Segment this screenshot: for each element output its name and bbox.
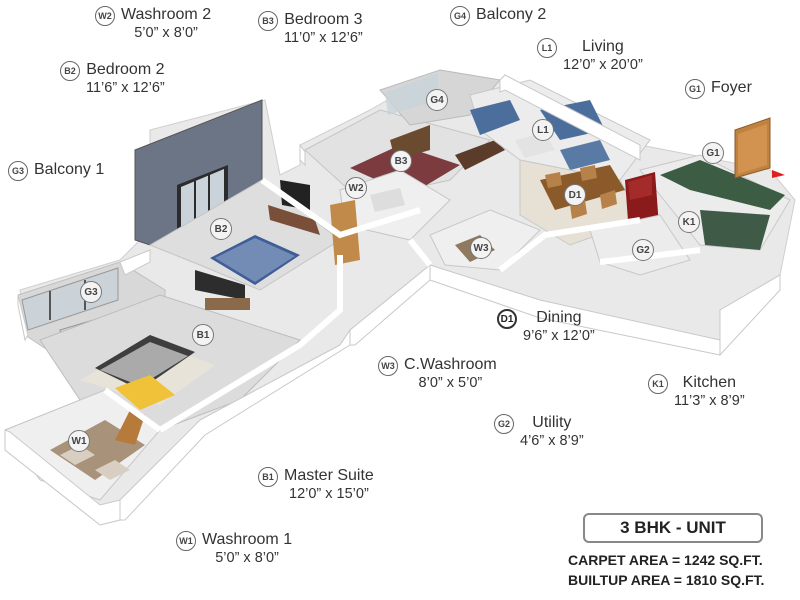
badge-b3-plan: B3	[390, 150, 412, 172]
room-name: Washroom 2	[121, 6, 212, 23]
room-name: Master Suite	[284, 467, 374, 484]
label-living: L1 Living 12’0” x 20’0”	[537, 37, 643, 74]
room-size: 11’0” x 12’6”	[284, 30, 363, 46]
badge-b1-plan: B1	[192, 324, 214, 346]
exterior-walls	[4, 74, 781, 526]
room-size: 11’6” x 12’6”	[86, 80, 165, 96]
badge-k1: K1	[648, 374, 668, 394]
badge-g4: G4	[450, 6, 470, 26]
room-name: Balcony 2	[476, 6, 547, 23]
badge-g3: G3	[8, 161, 28, 181]
room-size: 12’0” x 20’0”	[563, 57, 643, 73]
room-size: 9’6” x 12’0”	[523, 328, 595, 344]
badge-w1: W1	[176, 531, 196, 551]
badge-g1-plan: G1	[702, 142, 724, 164]
label-dining: D1 Dining 9’6” x 12’0”	[497, 308, 595, 345]
badge-b1: B1	[258, 467, 278, 487]
label-washroom-2: W2 Washroom 2 5’0” x 8’0”	[95, 5, 211, 42]
room-name: Bedroom 2	[86, 61, 165, 78]
room-size: 5’0” x 8’0”	[215, 550, 279, 566]
room-name: Bedroom 3	[284, 11, 363, 28]
room-name: Washroom 1	[202, 531, 293, 548]
room-name: Balcony 1	[34, 161, 105, 178]
badge-w3-plan: W3	[470, 237, 492, 259]
carpet-area: CARPET AREA = 1242 SQ.FT.	[568, 552, 763, 568]
badge-g3-plan: G3	[80, 281, 102, 303]
badge-w1-plan: W1	[68, 430, 90, 452]
badge-g4-plan: G4	[426, 89, 448, 111]
room-name: Living	[581, 38, 624, 55]
label-bedroom-3: B3 Bedroom 3 11’0” x 12’6”	[258, 10, 363, 47]
label-utility: G2 Utility 4’6” x 8’9”	[494, 413, 584, 450]
label-washroom-1: W1 Washroom 1 5’0” x 8’0”	[176, 530, 292, 567]
label-bedroom-2: B2 Bedroom 2 11’6” x 12’6”	[60, 60, 165, 97]
washroom-2-area	[330, 169, 451, 265]
room-name: Kitchen	[682, 374, 737, 391]
foyer-door	[734, 117, 785, 179]
label-foyer: G1 Foyer	[685, 78, 752, 99]
badge-w2-plan: W2	[345, 177, 367, 199]
badge-l1-plan: L1	[532, 119, 554, 141]
badge-d1-plan: D1	[564, 184, 586, 206]
interior-walls	[103, 177, 701, 433]
room-name: C.Washroom	[404, 356, 497, 373]
room-size: 12’0” x 15’0”	[289, 486, 369, 502]
badge-l1: L1	[537, 38, 557, 58]
room-size: 11’3” x 8’9”	[674, 393, 745, 409]
label-master-suite: B1 Master Suite 12’0” x 15’0”	[258, 466, 374, 503]
label-balcony-1: G3 Balcony 1	[8, 160, 104, 181]
badge-g1: G1	[685, 79, 705, 99]
badge-b2-plan: B2	[210, 218, 232, 240]
badge-b3: B3	[258, 11, 278, 31]
room-size: 4’6” x 8’9”	[520, 433, 584, 449]
room-size: 5’0” x 8’0”	[134, 25, 198, 41]
label-c-washroom: W3 C.Washroom 8’0” x 5’0”	[378, 355, 497, 392]
room-name: Foyer	[711, 79, 752, 96]
badge-w2: W2	[95, 6, 115, 26]
badge-g2: G2	[494, 414, 514, 434]
badge-k1-plan: K1	[678, 211, 700, 233]
badge-d1: D1	[497, 309, 517, 329]
bedroom-2-area	[134, 99, 341, 291]
badge-b2: B2	[60, 61, 80, 81]
label-kitchen: K1 Kitchen 11’3” x 8’9”	[648, 373, 745, 410]
room-name: Dining	[536, 309, 582, 326]
room-size: 8’0” x 5’0”	[418, 375, 483, 391]
room-name: Utility	[532, 414, 572, 431]
unit-type-box: 3 BHK - UNIT	[583, 513, 763, 543]
badge-g2-plan: G2	[632, 239, 654, 261]
builtup-area: BUILTUP AREA = 1810 SQ.FT.	[568, 572, 765, 588]
badge-w3: W3	[378, 356, 398, 376]
label-balcony-2: G4 Balcony 2	[450, 5, 546, 26]
